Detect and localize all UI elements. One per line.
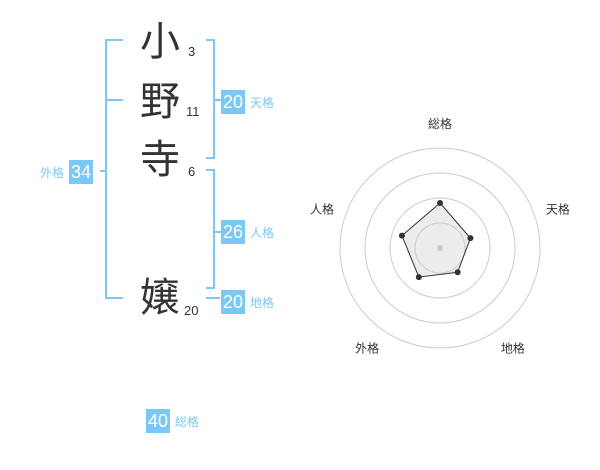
stroke-count-4: 20	[184, 303, 199, 318]
radar-ring-2	[389, 197, 491, 299]
jinkaku-badge: 26 人格	[221, 220, 274, 244]
soukaku-label: 総格	[175, 414, 200, 429]
radar-axis-label-2: 天格	[546, 202, 570, 217]
radar-axis-label-5: 人格	[310, 202, 334, 217]
jinkaku-label: 人格	[250, 225, 275, 240]
radar-ring-3	[364, 172, 516, 324]
stroke-count-2: 11	[186, 104, 200, 119]
chikaku-value: 20	[221, 290, 246, 314]
tenkaku-label: 天格	[250, 95, 275, 110]
stroke-count-3: 6	[188, 164, 196, 179]
soukaku-badge: 40 総格	[146, 409, 199, 433]
stroke-count-1: 3	[188, 44, 196, 59]
gaikaku-value: 34	[69, 160, 94, 184]
radar-ring-4	[339, 147, 541, 349]
radar-series	[398, 200, 474, 281]
radar-axis-label-1: 総格	[428, 116, 452, 131]
name-breakdown: 小 3 野 11 寺 6 嬢 20 外格 34 20 天格 26 人格	[40, 19, 274, 433]
radar-point-3	[454, 269, 461, 276]
radar-ring-1	[414, 222, 466, 274]
tenkaku-value: 20	[221, 90, 246, 114]
name-char-4: 嬢	[140, 275, 180, 321]
name-char-1: 小	[140, 19, 180, 65]
radar-rings	[339, 147, 541, 349]
radar-point-2	[467, 235, 474, 242]
radar-axis-label-3: 地格	[501, 340, 525, 355]
name-char-2: 野	[140, 79, 180, 125]
radar-polygon	[401, 202, 472, 278]
radar-point-4	[415, 274, 422, 281]
tenkaku-bracket	[206, 39, 215, 159]
radar-center	[437, 245, 443, 251]
gaikaku-badge: 外格 34	[40, 160, 94, 184]
gaikaku-bracket	[105, 39, 123, 299]
soukaku-value: 40	[146, 409, 171, 433]
chikaku-badge: 20 地格	[221, 290, 274, 314]
gaikaku-label: 外格	[40, 165, 65, 180]
jinkaku-value: 26	[221, 220, 246, 244]
name-char-3: 寺	[140, 137, 180, 183]
bracket-lines	[100, 39, 222, 299]
radar-point-5	[398, 232, 405, 239]
tenkaku-badge: 20 天格	[221, 90, 274, 114]
radar-axis-label-4: 外格	[355, 340, 379, 355]
radar-point-1	[437, 200, 443, 206]
chikaku-label: 地格	[250, 295, 275, 310]
jinkaku-bracket	[206, 169, 215, 289]
